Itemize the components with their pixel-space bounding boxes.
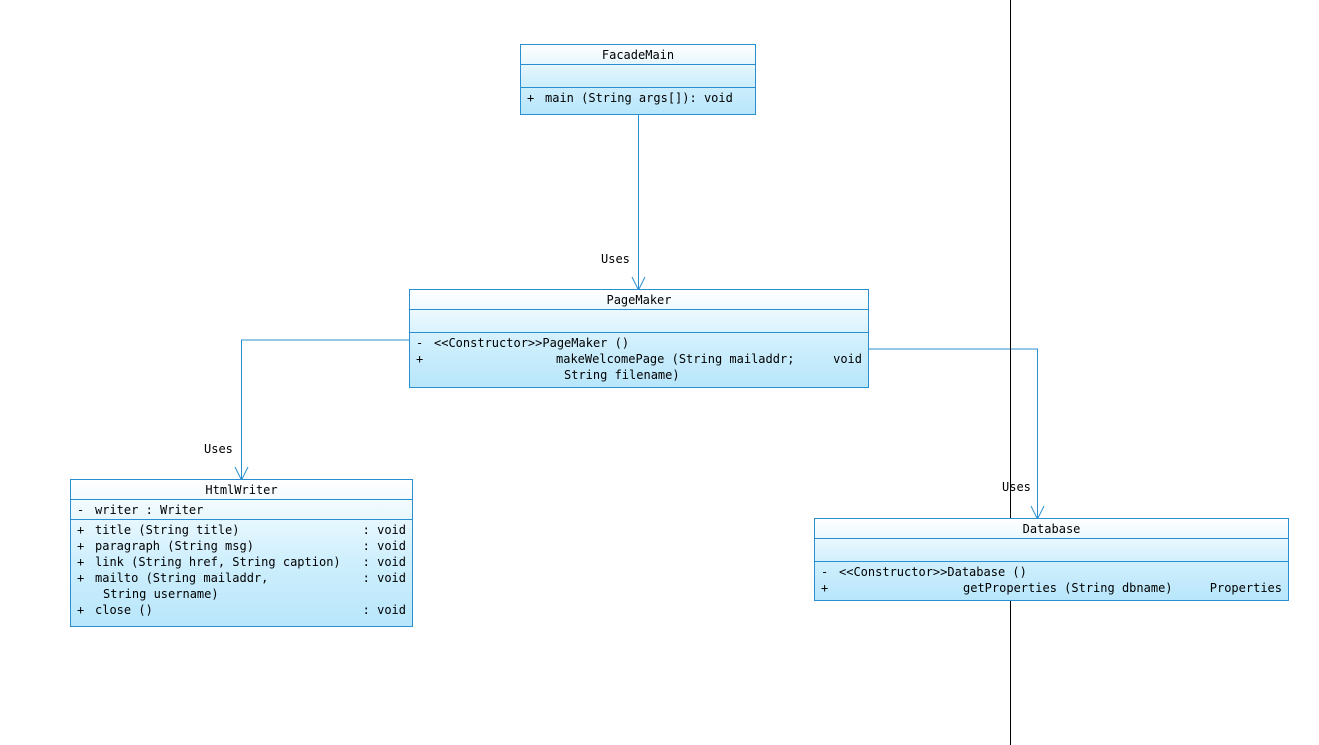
attributes-section-htmlwriter: - writer : Writer: [71, 500, 412, 520]
operation-signature: makeWelcomePage (String mailaddr; String …: [434, 351, 833, 383]
operation-signature-line1: makeWelcomePage (String mailaddr;: [556, 352, 795, 366]
class-name-pagemaker: PageMaker: [410, 290, 868, 310]
operation-title: + title (String title) : void: [77, 522, 406, 538]
operation-pagemaker-constructor: - <<Constructor>>PageMaker (): [416, 335, 862, 351]
attributes-section-pagemaker: [410, 310, 868, 333]
operation-signature-line2: String filename): [564, 368, 680, 382]
visibility-marker: +: [527, 91, 535, 105]
operations-section-htmlwriter: + title (String title) : void + paragrap…: [71, 520, 412, 619]
operations-section-database: - <<Constructor>>Database () + getProper…: [815, 562, 1288, 597]
operation-signature: mailto (String mailaddr, String username): [95, 570, 363, 602]
operation-signature: main (String args[]): void: [545, 91, 733, 105]
operation-return-type: : void: [362, 555, 406, 569]
operation-signature: getProperties (String dbname): [963, 581, 1173, 595]
operation-link: + link (String href, String caption) : v…: [77, 554, 406, 570]
operation-close: + close () : void: [77, 602, 406, 618]
visibility-marker: -: [821, 565, 829, 579]
operation-return-type: void: [833, 352, 862, 366]
visibility-marker: +: [77, 539, 85, 553]
class-pagemaker[interactable]: PageMaker - <<Constructor>>PageMaker () …: [409, 289, 869, 388]
operation-return-type: Properties: [1209, 581, 1282, 595]
operation-main: + main (String args[]): void: [527, 90, 749, 106]
operation-signature: <<Constructor>>PageMaker (): [434, 336, 630, 350]
uses-connector-pagemaker-htmlwriter[interactable]: [234, 339, 410, 482]
operation-signature-line2: String username): [103, 587, 219, 601]
operation-return-type: : void: [362, 539, 406, 553]
class-facademain[interactable]: FacadeMain + main (String args[]): void: [520, 44, 756, 115]
operation-signature: link (String href, String caption): [95, 555, 341, 569]
operation-signature: close (): [95, 603, 153, 617]
class-name-facademain: FacadeMain: [521, 45, 755, 65]
class-name-htmlwriter: HtmlWriter: [71, 480, 412, 500]
attribute-signature: writer : Writer: [95, 503, 204, 517]
uses-label-pagemaker-database: Uses: [1002, 480, 1031, 494]
operations-section-facademain: + main (String args[]): void: [521, 88, 755, 107]
operation-paragraph: + paragraph (String msg) : void: [77, 538, 406, 554]
visibility-marker: +: [77, 571, 85, 585]
operation-signature: title (String title): [95, 523, 240, 537]
visibility-marker: +: [77, 523, 85, 537]
visibility-marker: +: [77, 555, 85, 569]
uses-label-pagemaker-htmlwriter: Uses: [204, 442, 233, 456]
attributes-section-facademain: [521, 65, 755, 88]
operation-signature: <<Constructor>>Database (): [839, 565, 1027, 579]
visibility-marker: +: [77, 603, 85, 617]
operation-signature: paragraph (String msg): [95, 539, 254, 553]
operation-makewelcomepage: + makeWelcomePage (String mailaddr; Strin…: [416, 351, 862, 383]
uses-label-facademain-pagemaker: Uses: [601, 252, 630, 266]
attribute-writer: - writer : Writer: [77, 502, 406, 518]
visibility-marker: +: [821, 581, 829, 595]
operation-return-type: : void: [362, 571, 406, 585]
operation-database-constructor: - <<Constructor>>Database (): [821, 564, 1282, 580]
visibility-marker: +: [416, 352, 424, 366]
visibility-marker: -: [77, 503, 85, 517]
operation-mailto: + mailto (String mailaddr, String usernam…: [77, 570, 406, 602]
class-htmlwriter[interactable]: HtmlWriter - writer : Writer + title (St…: [70, 479, 413, 627]
visibility-marker: -: [416, 336, 424, 350]
operation-return-type: : void: [362, 603, 406, 617]
operation-signature-line1: mailto (String mailaddr,: [95, 571, 269, 585]
operations-section-pagemaker: - <<Constructor>>PageMaker () + makeWelc…: [410, 333, 868, 384]
class-name-database: Database: [815, 519, 1288, 539]
class-database[interactable]: Database - <<Constructor>>Database () + …: [814, 518, 1289, 601]
attributes-section-database: [815, 539, 1288, 562]
uses-connector-facademain-pagemaker[interactable]: [631, 114, 646, 292]
operation-getproperties: + getProperties (String dbname) Properti…: [821, 580, 1282, 596]
operation-return-type: : void: [362, 523, 406, 537]
